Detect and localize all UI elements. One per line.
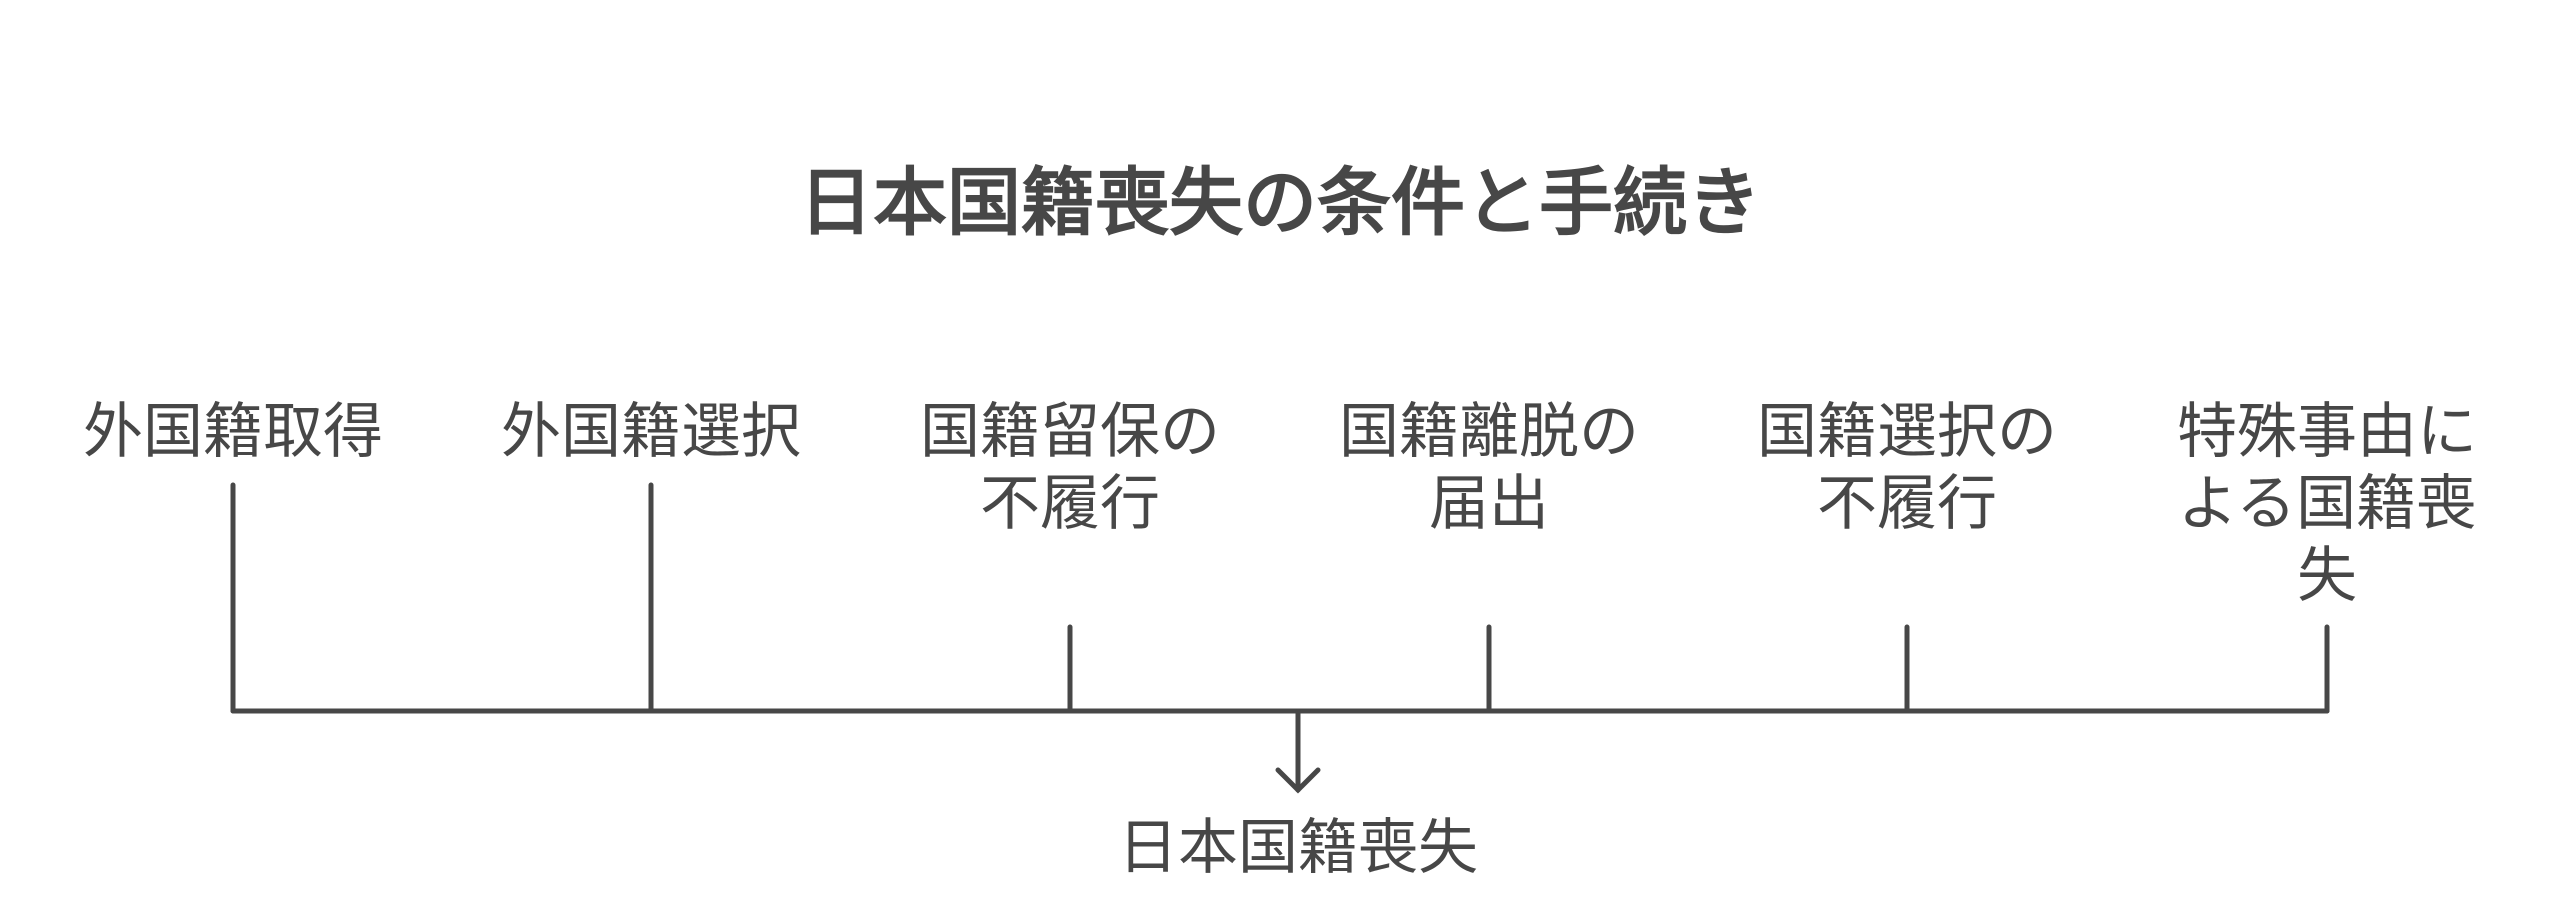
diagram-title: 日本国籍喪失の条件と手続き: [799, 160, 1761, 246]
condition-label: 国籍留保の不履行: [920, 397, 1220, 539]
arrow-head-icon: [1275, 767, 1321, 794]
condition-label: 国籍離脱の届出: [1339, 397, 1639, 539]
condition-label: 外国籍選択: [501, 397, 801, 467]
condition-label: 国籍選択の不履行: [1757, 397, 2057, 539]
condition-label: 外国籍取得: [83, 397, 383, 467]
condition-label: 特殊事由による国籍喪失: [2177, 397, 2477, 611]
result-label: 日本国籍喪失: [1118, 813, 1478, 883]
